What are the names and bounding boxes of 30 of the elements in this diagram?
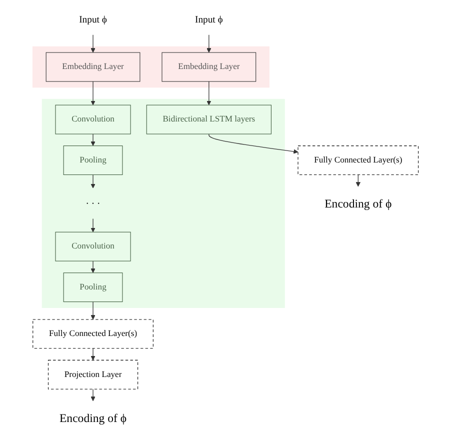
node-box: Fully Connected Layer(s)	[32, 319, 154, 349]
arrow	[90, 388, 96, 402]
arrow	[90, 348, 96, 360]
node-box: Convolution	[55, 104, 131, 134]
cluster	[32, 46, 270, 88]
node-text: Encoding of ϕ	[324, 196, 392, 210]
node-box: Bidirectional LSTM layers	[146, 104, 272, 134]
node-text: Encoding of ϕ	[59, 411, 127, 425]
arrow	[90, 301, 96, 320]
arrow	[90, 134, 96, 146]
arrow	[90, 81, 96, 106]
cluster	[42, 98, 285, 308]
arrow	[208, 134, 298, 154]
arrow	[90, 260, 96, 274]
arrow	[206, 81, 212, 106]
node-box: Embedding Layer	[46, 52, 140, 82]
node-box: Pooling	[63, 272, 123, 302]
node-box: Pooling	[63, 146, 123, 175]
arrow	[206, 34, 212, 53]
node-text: Input ϕ	[79, 14, 107, 25]
node-box: Projection Layer	[48, 360, 138, 390]
node-box: Embedding Layer	[162, 52, 256, 82]
node-text: · · ·	[86, 198, 100, 209]
arrow	[90, 218, 96, 232]
arrow	[90, 174, 96, 188]
arrow	[356, 174, 360, 187]
node-box: Fully Connected Layer(s)	[298, 146, 419, 175]
node-box: Convolution	[55, 232, 131, 262]
node-text: Input ϕ	[194, 14, 223, 25]
arrow	[90, 34, 96, 53]
